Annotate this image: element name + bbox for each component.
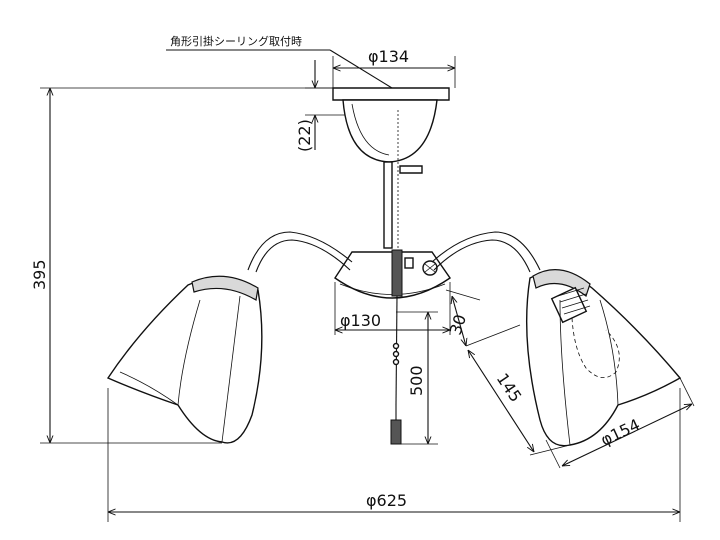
canopy-plate [332, 87, 450, 101]
canopy-dome [342, 99, 438, 163]
cord-length-label: 500 [407, 365, 426, 396]
left-arm [247, 231, 353, 273]
offset-label: 30 [446, 312, 470, 337]
overall-diameter-label: φ625 [366, 491, 407, 510]
left-shade [106, 275, 263, 444]
canopy-depth-label: (22) [295, 119, 314, 152]
pull-cord [390, 295, 402, 445]
right-arm [431, 231, 541, 273]
total-height-label: 395 [30, 259, 49, 290]
shade-depth-label: 145 [493, 370, 526, 406]
mount-note-label: 角形引掛シーリング取付時 [170, 34, 302, 48]
stem [383, 161, 393, 249]
right-shade [525, 269, 682, 447]
body-diameter-label: φ130 [340, 311, 381, 330]
canopy-diameter-label: φ134 [368, 47, 409, 66]
fixture-outline [106, 87, 682, 447]
dimensions [40, 49, 695, 522]
